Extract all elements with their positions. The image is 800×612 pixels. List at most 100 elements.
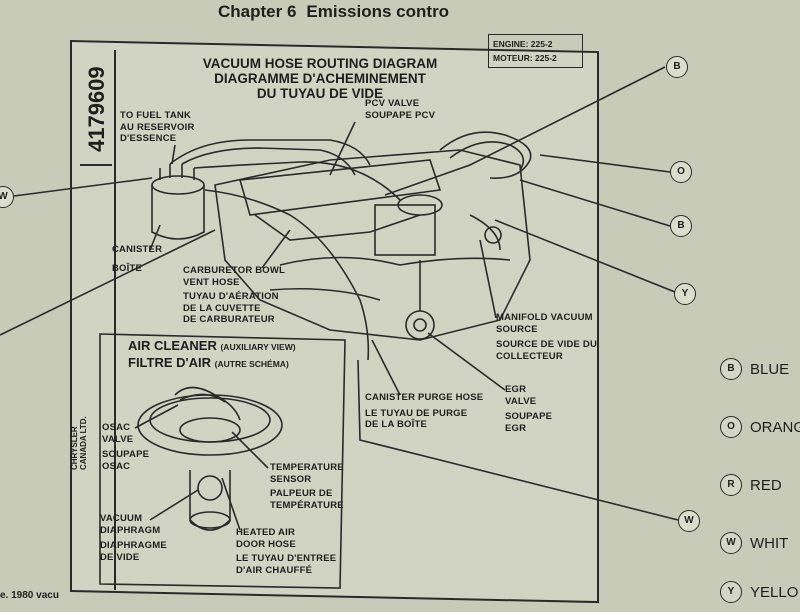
legend-name-orange: ORANG	[750, 418, 800, 436]
label-vd-4: DE VIDE	[100, 551, 140, 563]
hose-fuel-tank	[169, 139, 371, 166]
hose-top-loop	[439, 131, 532, 179]
air-cleaner-sub2: (AUTRE SCHÉMA)	[214, 359, 289, 369]
part-number-box	[80, 52, 112, 166]
label-manifold-2: SOURCE	[496, 323, 538, 335]
label-ha-2: DOOR HOSE	[236, 538, 296, 550]
label-vd-1: VACUUM	[100, 513, 143, 524]
label-manifold-1: MANIFOLD VACUUM	[496, 312, 593, 323]
label-manifold-3: SOURCE DE VIDE DU	[496, 339, 598, 350]
legend-item-blue: B BLUE	[720, 340, 800, 398]
air-cleaner-title1: AIR CLEANER	[128, 338, 217, 353]
legend-name-white: WHIT	[750, 534, 789, 552]
label-egr: EGR VALVE SOUPAPE EGR	[505, 384, 552, 434]
legend-name-yellow: YELLO	[750, 583, 799, 601]
leader-pcv	[329, 121, 356, 176]
leader-canister	[149, 224, 161, 251]
legend-code-orange: O	[720, 416, 742, 438]
label-osac-1: OSAC	[102, 422, 131, 433]
label-carb-2: VENT HOSE	[183, 276, 240, 288]
label-manifold: MANIFOLD VACUUM SOURCE SOURCE DE VIDE DU…	[496, 312, 597, 362]
label-fuel-tank-1: TO FUEL TANK	[120, 110, 192, 121]
label-canister-purge: CANISTER PURGE HOSE LE TUYAU DE PURGE DE…	[365, 392, 483, 431]
snorkel-mouth	[189, 511, 231, 529]
leader-o	[539, 154, 671, 173]
cylinder-head-detail	[254, 214, 421, 241]
label-temp-sensor: TEMPERATURE SENSOR PALPEUR DE TEMPÉRATUR…	[270, 462, 344, 511]
marker-o: O	[670, 161, 692, 183]
label-purge-2: LE TUYAU DE PURGE	[365, 407, 468, 419]
leader-fuel-tank	[171, 144, 176, 165]
leader-b-top	[384, 66, 666, 196]
label-pcv-valve: PCV VALVE SOUPAPE PCV	[365, 98, 435, 121]
label-carb-4: DE LA CUVETTE	[183, 302, 261, 314]
engine-line1: ENGINE: 225-2	[493, 39, 553, 49]
label-osac: OSAC VALVE SOUPAPE OSAC	[102, 422, 149, 472]
legend-code-blue: B	[720, 358, 742, 380]
osac-hoses-2	[179, 393, 226, 403]
label-egr-2: VALVE	[505, 395, 537, 407]
leader-temp-sensor	[231, 431, 269, 469]
legend-code-white: W	[720, 532, 742, 554]
leader-y	[494, 219, 676, 293]
label-heated-air: HEATED AIR DOOR HOSE LE TUYAU D'ENTREE D…	[236, 527, 336, 576]
air-cleaner-sub1: (AUXILIARY VIEW)	[220, 342, 296, 352]
carburetor	[374, 204, 436, 256]
hose-manifold	[469, 214, 501, 251]
label-canister-1: CANISTER	[112, 244, 163, 255]
label-purge-3: DE LA BOÎTE	[365, 419, 428, 430]
color-legend: B BLUE O ORANG R RED W WHIT Y YELLO	[720, 340, 800, 612]
carb-top	[397, 194, 443, 216]
legend-name-red: RED	[750, 476, 782, 494]
engine-box: ENGINE: 225-2 MOTEUR: 225-2	[488, 34, 583, 68]
label-temp-2: SENSOR	[270, 473, 312, 485]
legend-item-yellow: Y YELLO	[720, 572, 800, 612]
marker-y: Y	[674, 283, 696, 305]
leader-b-mid	[519, 179, 671, 227]
footer-fragment: e. 1980 vacu	[0, 590, 59, 601]
label-ha-3: LE TUYAU D'ENTREE	[236, 553, 337, 564]
label-purge-1: CANISTER PURGE HOSE	[365, 392, 484, 403]
air-cleaner-title2: FILTRE D'AIR	[128, 355, 212, 370]
label-temp-1: TEMPERATURE	[270, 462, 344, 473]
legend-item-white: W WHIT	[720, 514, 800, 572]
label-osac-2: VALVE	[102, 433, 134, 445]
vacuum-diaphragm-shape	[197, 475, 223, 501]
legend-item-red: R RED	[720, 456, 800, 514]
label-ha-4: D'AIR CHAUFFÉ	[236, 564, 313, 576]
label-osac-3: SOUPAPE	[102, 449, 150, 460]
title-line2: DIAGRAMME D'ACHEMINEMENT	[214, 71, 426, 86]
label-ha-1: HEATED AIR	[236, 527, 295, 538]
air-cleaner-lid	[149, 397, 271, 443]
leader-manifold	[479, 239, 497, 319]
leader-osac	[134, 404, 179, 429]
air-cleaner-inner	[179, 417, 241, 443]
hose-canister-carb	[193, 161, 401, 201]
label-temp-3: PALPEUR DE	[270, 488, 333, 499]
label-pcv-2: SOUPAPE PCV	[365, 109, 436, 121]
leader-egr	[427, 332, 506, 391]
label-carb-1: CARBURETOR BOWL	[183, 265, 286, 276]
egr-valve-inner	[413, 318, 427, 332]
canister-body	[151, 185, 205, 240]
leader-heated-air	[221, 477, 241, 531]
label-egr-4: EGR	[505, 422, 527, 434]
intake-manifold	[279, 256, 511, 266]
side-strip	[78, 50, 116, 590]
label-temp-4: TEMPÉRATURE	[270, 499, 344, 511]
leader-left-lower	[0, 229, 216, 336]
legend-item-orange: O ORANG	[720, 398, 800, 456]
canister-nipples	[159, 164, 195, 180]
air-cleaner-housing	[137, 394, 283, 456]
marker-b-top: B	[666, 56, 688, 78]
leader-carb-bowl	[261, 229, 291, 269]
hose-canister-pcv	[181, 147, 356, 176]
label-fuel-tank: TO FUEL TANK AU RESERVOIR D'ESSENCE	[120, 110, 195, 145]
label-vacuum-diaphragm: VACUUM DIAPHRAGM DIAPHRAGME DE VIDE	[100, 513, 167, 563]
title-line3: DU TUYAU DE VIDE	[256, 86, 384, 101]
label-carb-5: DE CARBURATEUR	[183, 314, 275, 325]
marker-b-mid: B	[670, 215, 692, 237]
legend-code-red: R	[720, 474, 742, 496]
label-pcv-1: PCV VALVE	[365, 98, 420, 109]
